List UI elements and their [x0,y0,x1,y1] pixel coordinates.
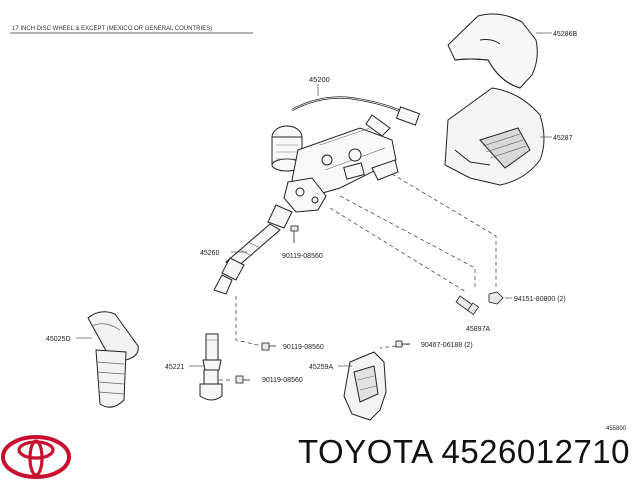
bracket-45259a [343,351,387,421]
toyota-logo [1,435,71,479]
label-45025d: 45025D [46,336,71,343]
label-45286b: 45286B [553,31,577,38]
intermediate-shaft [213,204,293,295]
label-90467: 90467-06188 (2) [421,342,473,349]
bolt-90119-middle [261,342,276,351]
nut-94151 [488,291,504,305]
column-hole-cover-boot [87,311,139,408]
screw-90467 [395,340,410,348]
bolt-90119-upper [290,225,299,243]
label-45221: 45221 [165,364,185,371]
bolt-90119-lower [235,375,250,384]
label-90119-a: 90119-08560 [282,253,323,260]
label-45287: 45287 [553,135,573,142]
figure-id: 455800 [606,426,627,432]
label-90119-c: 90119-08560 [262,377,303,384]
label-90119-b: 90119-08560 [283,344,324,351]
label-45200: 45200 [309,75,330,84]
steering-shaft [199,333,223,401]
column-cover-upper [447,13,538,89]
bolt-45897a [455,295,480,315]
label-45260: 45260 [200,250,220,257]
column-cover-lower [444,87,545,186]
diagram-header-caption: 17 INCH DISC WHEEL & EXCEPT (MEXICO OR G… [12,26,212,32]
steering-column-assembly [271,96,421,213]
brand-part-number: TOYOTA 4526012710 [298,433,631,470]
label-45259a: 45259A [309,364,333,371]
label-94151: 94151-80800 (2) [514,296,566,303]
dashed-leaders [212,173,497,381]
label-45897a: 45897A [466,326,490,333]
